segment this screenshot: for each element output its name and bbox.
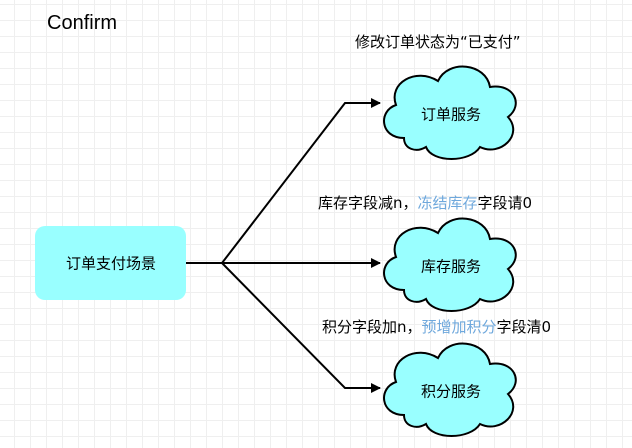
start-node-box[interactable] bbox=[35, 226, 186, 300]
inventory-service-note: 库存字段减n，冻结库存字段请0 bbox=[318, 192, 532, 213]
points-service-note: 积分字段加n，预增加积分字段清0 bbox=[322, 316, 551, 337]
order-service-label: 订单服务 bbox=[420, 105, 482, 124]
inventory-note-prefix: 库存字段减n， bbox=[318, 194, 418, 212]
points-note-highlight: 预增加积分 bbox=[421, 318, 497, 336]
order-service-note: 修改订单状态为“已支付” bbox=[355, 31, 521, 52]
inventory-note-highlight: 冻结库存 bbox=[417, 194, 478, 212]
points-note-suffix: 字段清0 bbox=[496, 318, 552, 336]
inventory-service-label: 库存服务 bbox=[420, 257, 482, 276]
cloud-points-service[interactable] bbox=[383, 342, 517, 437]
points-note-prefix: 积分字段加n， bbox=[322, 318, 422, 336]
start-node-label: 订单支付场景 bbox=[65, 254, 157, 273]
edge-to-order-service bbox=[221, 98, 381, 264]
order-note-prefix: 修改订单状态为“已支付” bbox=[355, 33, 521, 51]
edge-to-points-service bbox=[221, 262, 381, 393]
points-service-label: 积分服务 bbox=[420, 382, 482, 401]
cloud-inventory-service[interactable] bbox=[383, 217, 517, 312]
diagram-title: Confirm bbox=[47, 12, 118, 34]
inventory-note-suffix: 字段请0 bbox=[477, 194, 533, 212]
cloud-order-service[interactable] bbox=[383, 65, 517, 160]
